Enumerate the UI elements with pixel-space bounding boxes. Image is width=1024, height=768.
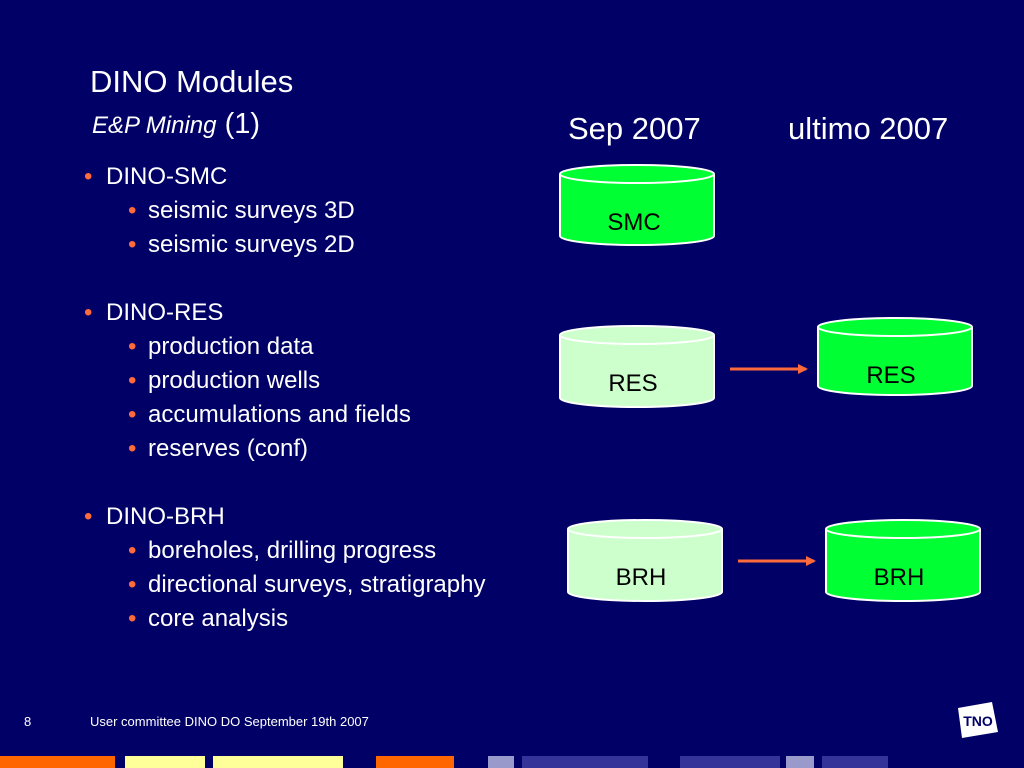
- tno-logo-icon: TNO: [958, 702, 998, 738]
- bullet-dot-icon: •: [128, 333, 137, 360]
- bullet-dot-icon: •: [128, 367, 137, 394]
- bullet-item: •seismic surveys 3D: [128, 197, 355, 224]
- bullet-dot-icon: •: [128, 571, 137, 598]
- column-head-sep-2007: Sep 2007: [568, 111, 701, 146]
- footer-bar: [0, 756, 115, 768]
- column-head-ultimo-2007: ultimo 2007: [788, 111, 949, 146]
- footer-bar: [822, 756, 888, 768]
- footer-bar: [125, 756, 205, 768]
- bullet-item: •accumulations and fields: [128, 401, 411, 428]
- database-res-ult: RES: [817, 317, 973, 396]
- bullet-item: •boreholes, drilling progress: [128, 537, 437, 564]
- footer-bar: [522, 756, 648, 768]
- bullet-dot-icon: •: [128, 401, 137, 428]
- bullet-dot-icon: •: [84, 503, 93, 530]
- database-label: BRH: [616, 564, 667, 591]
- footer-bar: [488, 756, 514, 768]
- slide-subtitle: E&P Mining (1): [92, 107, 260, 143]
- bullet-item: •core analysis: [128, 605, 289, 632]
- database-label: RES: [608, 370, 657, 397]
- bullet-item: •directional surveys, stratigraphy: [128, 571, 486, 598]
- bullet-dot-icon: •: [128, 605, 137, 632]
- bullet-dino-res: •DINO-RES: [84, 299, 224, 326]
- bullet-item: •reserves (conf): [128, 435, 309, 462]
- database-label: RES: [866, 362, 915, 389]
- bullet-item: •production data: [128, 333, 314, 360]
- bullet-dot-icon: •: [128, 537, 137, 564]
- bullet-item: •production wells: [128, 367, 321, 394]
- bullet-dot-icon: •: [128, 231, 137, 258]
- bullet-dino-smc: •DINO-SMC: [84, 163, 228, 190]
- footer-bar: [786, 756, 814, 768]
- subtitle-italic: E&P Mining: [92, 112, 217, 139]
- svg-text:TNO: TNO: [963, 713, 993, 729]
- slide-title: DINO Modules: [90, 64, 294, 99]
- bullet-dot-icon: •: [84, 163, 93, 190]
- subtitle-number: (1): [224, 108, 261, 140]
- database-brh-ult: BRH: [825, 519, 981, 602]
- bullet-dot-icon: •: [128, 435, 137, 462]
- database-label: SMC: [607, 209, 660, 236]
- database-smc-sep: SMC: [559, 164, 715, 246]
- database-brh-sep: BRH: [567, 519, 723, 602]
- footer-text: User committee DINO DO September 19th 20…: [90, 714, 369, 729]
- database-res-sep: RES: [559, 325, 715, 408]
- bullet-dino-brh: •DINO-BRH: [84, 503, 225, 530]
- bullet-dot-icon: •: [84, 299, 93, 326]
- bullet-item: •seismic surveys 2D: [128, 231, 355, 258]
- footer-bar: [376, 756, 454, 768]
- page-number: 8: [24, 714, 32, 729]
- database-label: BRH: [874, 564, 925, 591]
- footer-bar: [680, 756, 780, 768]
- bullet-dot-icon: •: [128, 197, 137, 224]
- footer-bar: [213, 756, 343, 768]
